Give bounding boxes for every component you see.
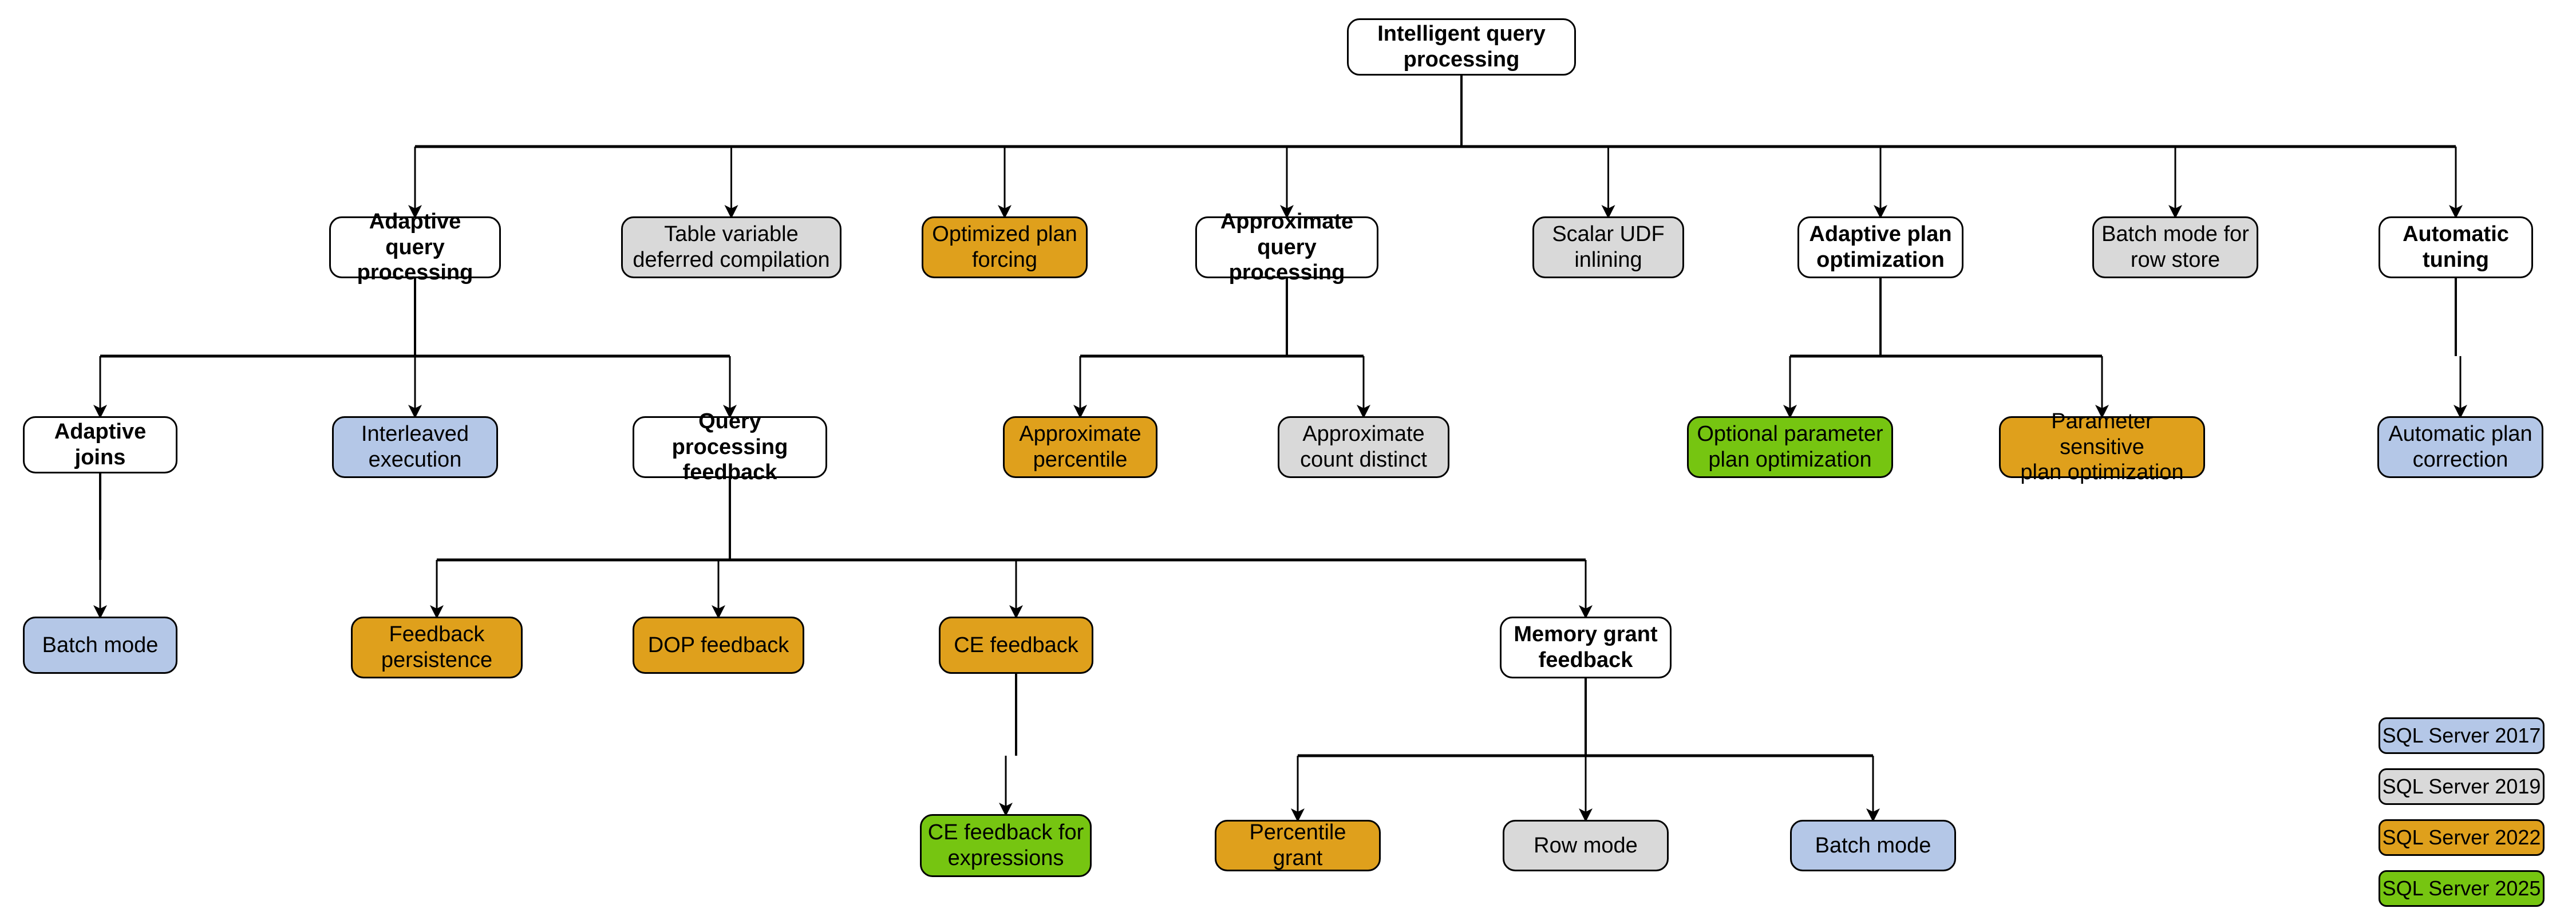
node-batchmode2[interactable]: Batch mode (1790, 820, 1956, 871)
node-approxpct[interactable]: Approximate percentile (1003, 416, 1157, 478)
node-pspo[interactable]: Parameter sensitive plan optimization (1999, 409, 2205, 484)
node-autotune[interactable]: Automatic tuning (2379, 216, 2533, 278)
node-approxqp[interactable]: Approximate query processing (1195, 210, 1378, 285)
node-apo[interactable]: Adaptive plan optimization (1797, 216, 1963, 278)
node-feedbackpers[interactable]: Feedback persistence (351, 617, 523, 678)
node-rowmode[interactable]: Row mode (1503, 820, 1669, 871)
legend-item-sql-server-2022: SQL Server 2022 (2379, 819, 2545, 856)
node-bmrs[interactable]: Batch mode for row store (2092, 216, 2258, 278)
node-adaptivejoins[interactable]: Adaptive joins (23, 416, 177, 473)
node-tvdc[interactable]: Table variable deferred compilation (621, 216, 841, 278)
node-root[interactable]: Intelligent query processing (1347, 18, 1576, 76)
node-batchmode1[interactable]: Batch mode (23, 617, 177, 674)
node-apc[interactable]: Automatic plan correction (2377, 416, 2543, 478)
node-opf[interactable]: Optimized plan forcing (922, 216, 1088, 278)
legend-item-sql-server-2019: SQL Server 2019 (2379, 768, 2545, 805)
node-cefeedbackexpr[interactable]: CE feedback for expressions (920, 814, 1092, 877)
legend-item-sql-server-2017: SQL Server 2017 (2379, 717, 2545, 754)
node-qpf[interactable]: Query processing feedback (633, 409, 827, 484)
node-oppo[interactable]: Optional parameter plan optimization (1687, 416, 1893, 478)
legend-item-sql-server-2025: SQL Server 2025 (2379, 870, 2545, 907)
node-pctgrant[interactable]: Percentile grant (1215, 820, 1381, 871)
node-interleaved[interactable]: Interleaved execution (332, 416, 498, 478)
node-udf[interactable]: Scalar UDF inlining (1532, 216, 1684, 278)
node-dopfeedback[interactable]: DOP feedback (633, 617, 804, 674)
node-cefeedback[interactable]: CE feedback (939, 617, 1093, 674)
node-mgf[interactable]: Memory grant feedback (1500, 617, 1672, 678)
node-aqp[interactable]: Adaptive query processing (329, 210, 501, 285)
node-approxcd[interactable]: Approximate count distinct (1278, 416, 1449, 478)
